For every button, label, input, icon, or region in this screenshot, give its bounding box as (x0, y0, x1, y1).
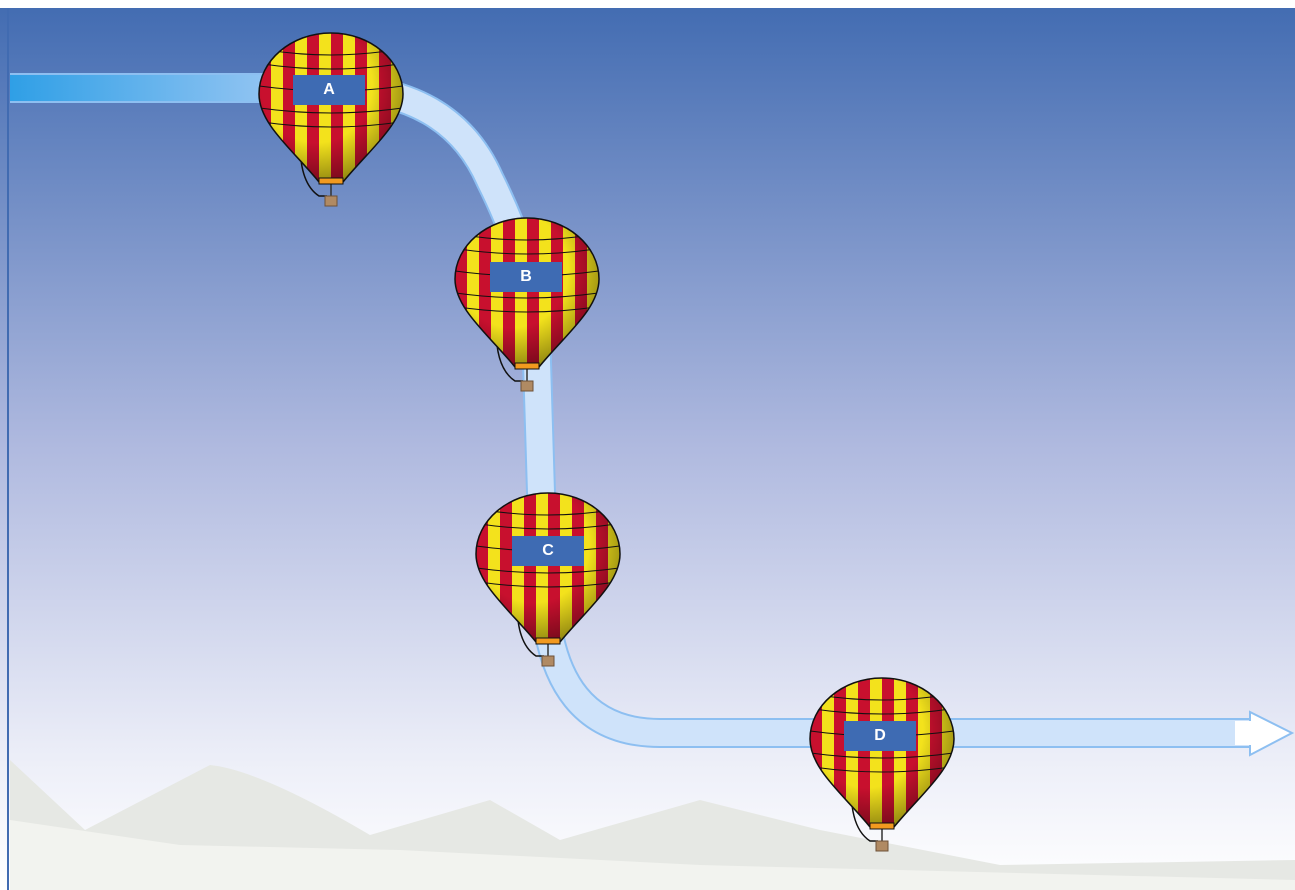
flow-arrow-neck (1235, 721, 1253, 745)
step-label-a: A (293, 75, 365, 105)
step-label-b: B (490, 262, 562, 292)
step-label-d: D (844, 721, 916, 751)
step-label-c: C (512, 536, 584, 566)
top-frame (0, 0, 1295, 8)
